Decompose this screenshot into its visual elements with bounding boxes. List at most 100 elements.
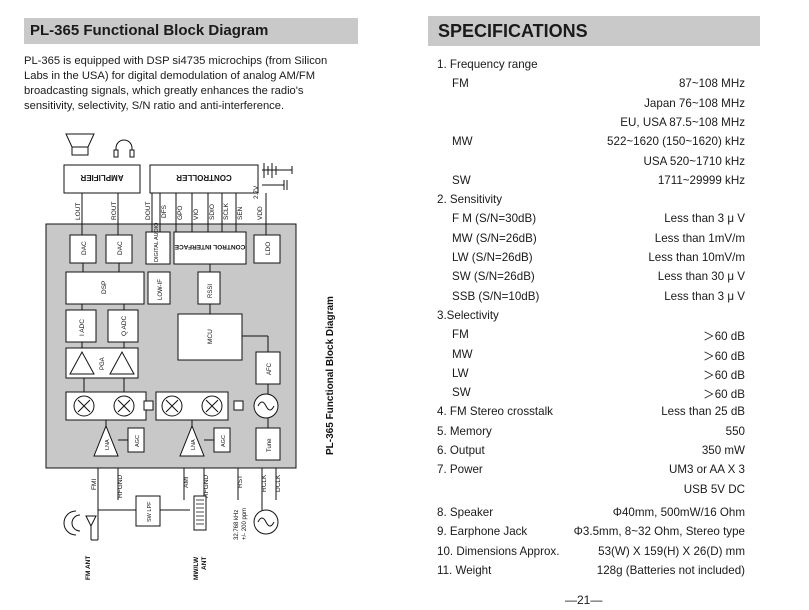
i-adc-block <box>65 309 97 343</box>
intro-line: broadcasting signals, which greatly enha… <box>24 85 304 97</box>
divider-box <box>143 400 154 411</box>
bottom-pin-wires <box>97 468 277 522</box>
pin-lout: LOUT <box>75 203 82 220</box>
pin-ami: AMI <box>183 476 190 488</box>
spec-value: 1711~29999 kHz <box>657 173 745 187</box>
digital-audio-text: DIGITAL AUDIO <box>154 222 160 262</box>
tune-label: Tune <box>267 438 273 452</box>
headphone-icon <box>113 139 135 158</box>
spec-value: Less than 10mV/m <box>648 251 745 264</box>
i-adc-label: I ADC <box>79 319 86 336</box>
page-number: —21— <box>565 593 603 607</box>
lna-amp-am <box>179 424 205 457</box>
spec-label: FM <box>452 328 469 342</box>
spec-label: 2. Sensitivity <box>437 193 503 207</box>
spec-label: 1. Frequency range <box>437 58 538 71</box>
sw-lpf-label: SW LPF <box>147 501 153 522</box>
pga-amp-left <box>69 350 95 375</box>
dac-label-left: DAC <box>81 241 88 255</box>
q-adc-block <box>107 309 139 343</box>
digital-audio-block <box>145 231 171 265</box>
digital-audio-label: DIGITAL AUDIO <box>154 222 160 262</box>
spec-label: 11. Weight <box>437 563 492 577</box>
battery-icon <box>262 163 293 178</box>
mw-lw-ant-label-1: MW/LW <box>193 556 200 580</box>
pin-rout: ROUT <box>111 202 118 220</box>
dac-block-left <box>69 234 97 264</box>
pin-rfgnd-am: RFGND <box>203 475 210 498</box>
spec-label: 7. Power <box>437 463 483 477</box>
bottom-pin-labels: FMI RFGND AMI RFGND RST RCLK DCLK <box>91 474 282 498</box>
fm-ant-label: FM ANT <box>85 556 92 580</box>
spec-value: Japan 76~108 MHz <box>644 96 745 110</box>
control-interface-label: CONTROL INTERFACE <box>174 243 245 250</box>
spec-label: 6. Output <box>437 444 485 457</box>
voltage-label: 2.7V <box>253 185 260 199</box>
spec-label: FM <box>452 77 469 91</box>
spec-value: ＞60 dB <box>703 388 745 402</box>
spec-label: 3.Selectivity <box>437 308 499 322</box>
pin-vio: VIO <box>193 209 200 220</box>
pin-sclk: SCLK <box>223 202 230 220</box>
pin-gpo: GPO <box>177 206 184 220</box>
spec-label: SSB (S/N=10dB) <box>452 289 540 303</box>
internal-wires <box>81 263 269 441</box>
intro-paragraph: PL-365 is equipped with DSP si4735 micro… <box>24 54 354 114</box>
rssi-block <box>197 271 221 305</box>
pin-rfgnd-fm: RFGND <box>117 475 124 498</box>
speaker-icon <box>65 133 95 156</box>
agc-label-fm: AGC <box>135 435 141 447</box>
pin-dout: DOUT <box>145 202 152 220</box>
spec-value: 350 mW <box>701 444 745 457</box>
pin-rst: RST <box>237 475 244 488</box>
crystal-ppm-label: +/- 200 ppm <box>242 508 248 540</box>
top-pin-labels: LOUT ROUT DOUT DFS GPO VIO SDIO SCLK SEN… <box>75 202 264 220</box>
spec-label: 5. Memory <box>437 424 492 438</box>
pga-amp-right <box>109 350 135 375</box>
dsp-label: DSP <box>101 281 108 294</box>
sw-lpf-block <box>135 495 161 527</box>
spec-value: 128g (Batteries not included) <box>596 563 745 577</box>
q-adc-label: Q ADC <box>121 315 128 336</box>
pin-fmi: FMI <box>91 479 98 490</box>
intro-line: PL-365 is equipped with DSP si4735 micro… <box>24 55 328 67</box>
spec-label: SW <box>452 386 471 400</box>
spec-value: Less than 3 μ V <box>664 289 745 303</box>
spec-label: LW <box>452 366 469 380</box>
spec-label: MW (S/N=26dB) <box>452 231 537 245</box>
lna-label-am: LNA <box>191 439 197 450</box>
divider-box <box>233 400 244 411</box>
mcu-block <box>177 313 243 361</box>
spec-value: Less than 30 μ V <box>657 270 745 284</box>
ferrite-antenna-icon <box>193 495 207 531</box>
controller-block <box>149 164 259 194</box>
pin-vdd: VDD <box>257 206 264 220</box>
spec-label: LW (S/N=26dB) <box>452 251 533 264</box>
rssi-label: RSSI <box>208 284 214 298</box>
spec-value: USA 520~1710 kHz <box>643 154 745 168</box>
spec-label: SW <box>452 173 471 187</box>
spec-label: SW (S/N=26dB) <box>452 270 535 284</box>
pin-dclk: DCLK <box>275 474 282 492</box>
ldo-block <box>253 234 281 264</box>
ldo-label: LDO <box>265 242 272 255</box>
pga-block <box>65 347 139 379</box>
dac-label-right: DAC <box>117 241 124 255</box>
spec-value: Φ3.5mm, 8~32 Ohm, Stereo type <box>573 525 745 539</box>
spec-value: 87~108 MHz <box>678 77 745 91</box>
capacitor-icon <box>262 180 288 190</box>
mcu-label: MCU <box>207 329 214 344</box>
afc-label: AFC <box>267 362 273 375</box>
pin-rclk: RCLK <box>261 474 268 492</box>
spec-value: ＞60 dB <box>703 349 745 363</box>
crystal-freq-label: 32.768 kHz <box>234 510 240 540</box>
top-pin-wires <box>81 193 267 235</box>
intro-line: sensitivity, selectivity, S/N ratio and … <box>24 100 285 112</box>
pin-sdio: SDIO <box>209 204 216 220</box>
spec-value: 550 <box>725 424 745 438</box>
agc-label-am: AGC <box>221 435 227 447</box>
controller-label: CONTROLLER <box>176 173 232 182</box>
amplifier-label: AMPLIFIER <box>80 173 123 182</box>
control-interface-block <box>173 231 247 265</box>
spec-value: Less than 25 dB <box>661 405 745 419</box>
